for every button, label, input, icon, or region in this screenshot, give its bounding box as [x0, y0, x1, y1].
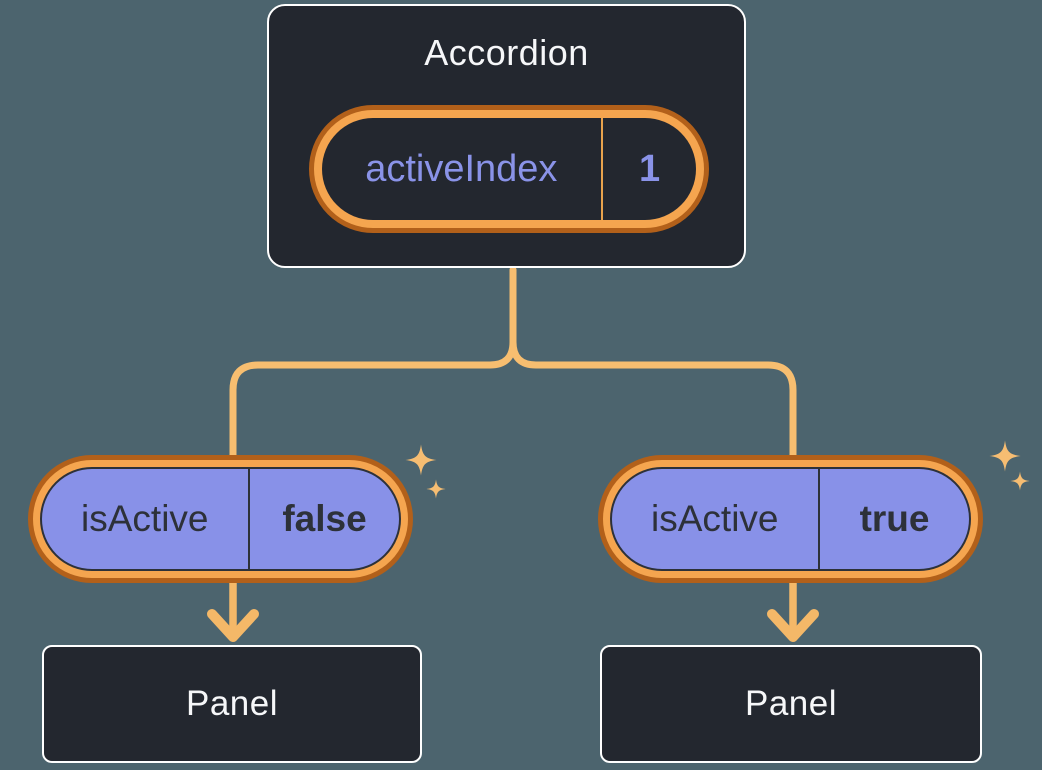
state-pill: activeIndex 1 — [309, 105, 709, 233]
sparkles-icon-left-pill — [405, 444, 446, 499]
prop-pill-left-body: isActive false — [40, 467, 401, 571]
prop-pill-right-body: isActive true — [610, 467, 971, 571]
state-value-label: 1 — [638, 147, 661, 190]
tree-connector — [229, 266, 797, 462]
prop-name-label: isActive — [651, 498, 779, 539]
prop-name-label: isActive — [81, 498, 209, 539]
panel-box-right: Panel — [600, 645, 982, 763]
state-pill-body: activeIndex 1 — [322, 118, 696, 220]
connector-right-branch — [509, 266, 797, 462]
arrows — [207, 579, 819, 642]
prop-pill-left: isActive false — [28, 455, 413, 583]
panel-box-left: Panel — [42, 645, 422, 763]
prop-pill-right: isActive true — [598, 455, 983, 583]
panel-label: Panel — [185, 684, 279, 723]
state-pill-divider — [600, 118, 604, 220]
prop-pill-divider — [817, 469, 821, 569]
state-name-label: activeIndex — [365, 147, 558, 190]
accordion-title: Accordion — [424, 32, 589, 73]
prop-value-label: false — [282, 498, 367, 539]
arrow-right-head — [767, 609, 819, 642]
sparkles-icon-right-pill — [989, 440, 1030, 491]
prop-pill-divider — [247, 469, 251, 569]
panel-label: Panel — [744, 684, 838, 723]
arrow-left-head — [207, 609, 259, 642]
prop-value-label: true — [859, 498, 930, 539]
connector-left-branch — [229, 266, 517, 462]
accordion-component-box: Accordion activeIndex 1 — [267, 4, 746, 268]
